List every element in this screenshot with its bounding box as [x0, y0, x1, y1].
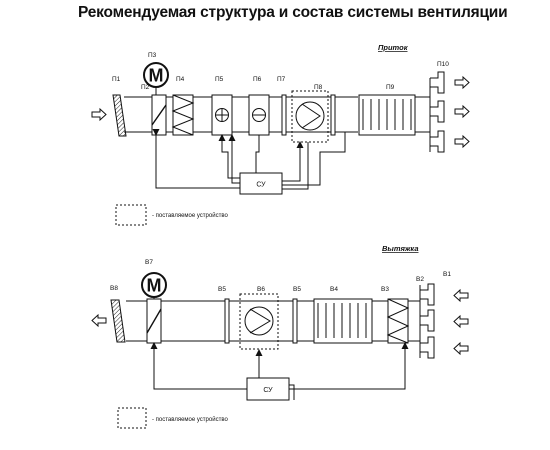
outlet-arrow-icon	[454, 104, 470, 119]
supply-fan-p8	[295, 101, 325, 131]
exhaust-outlet-arrow-icon	[91, 313, 107, 328]
supply-fan-frame	[291, 90, 329, 143]
intake-arrow-icon	[453, 314, 469, 329]
label-b8: В8	[110, 285, 118, 292]
label-b4: В4	[330, 286, 338, 293]
label-p9: П9	[386, 84, 395, 91]
label-b7: В7	[145, 259, 153, 266]
label-p4: П4	[176, 76, 185, 83]
label-b2: В2	[416, 276, 424, 283]
label-p7: П7	[277, 76, 286, 83]
supply-flex-insert-p7	[281, 94, 287, 136]
supply-motor-label: M	[149, 66, 164, 86]
control-line	[152, 129, 240, 189]
intake-arrow-icon	[453, 288, 469, 303]
label-p8: П8	[314, 84, 323, 91]
label-p3: П3	[148, 52, 157, 59]
exhaust-motor-label: M	[147, 276, 162, 296]
outlet-arrow-icon	[454, 75, 470, 90]
inlet-arrow-icon	[91, 107, 107, 122]
exhaust-flex-insert-b5	[292, 298, 298, 344]
control-line	[150, 342, 247, 390]
exhaust-heading: Вытяжка	[382, 244, 419, 253]
intake-arrow-icon	[453, 341, 469, 356]
exhaust-section: Вытяжка M	[91, 244, 469, 429]
exhaust-fan-b6	[244, 306, 274, 336]
label-b5-right: В5	[293, 286, 301, 293]
outlet-arrow-icon	[454, 134, 470, 149]
exhaust-control-unit-label: СУ	[263, 387, 273, 394]
supply-legend-box	[115, 204, 147, 226]
label-p1: П1	[112, 76, 121, 83]
supply-legend-text: - поставляемое устройство	[152, 212, 228, 219]
supply-control-unit-label: СУ	[256, 182, 266, 189]
label-p2: П2	[141, 84, 150, 91]
label-p6: П6	[253, 76, 262, 83]
label-p5: П5	[215, 76, 224, 83]
label-b6: В6	[257, 286, 265, 293]
diagram-title: Рекомендуемая структура и состав системы…	[78, 4, 508, 21]
exhaust-grille-b8	[110, 299, 126, 343]
label-p10: П10	[437, 61, 449, 68]
exhaust-silencer-b4	[313, 298, 373, 344]
label-b5-left: В5	[218, 286, 226, 293]
label-b1: В1	[443, 271, 451, 278]
exhaust-legend-text: - поставляемое устройство	[152, 416, 228, 423]
exhaust-flex-insert-b5	[224, 298, 230, 344]
exhaust-legend-box	[117, 407, 147, 429]
supply-section: Приток M	[91, 43, 470, 226]
supply-heading: Приток	[378, 43, 409, 52]
supply-grille-p1	[112, 94, 127, 137]
label-b3: В3	[381, 286, 389, 293]
